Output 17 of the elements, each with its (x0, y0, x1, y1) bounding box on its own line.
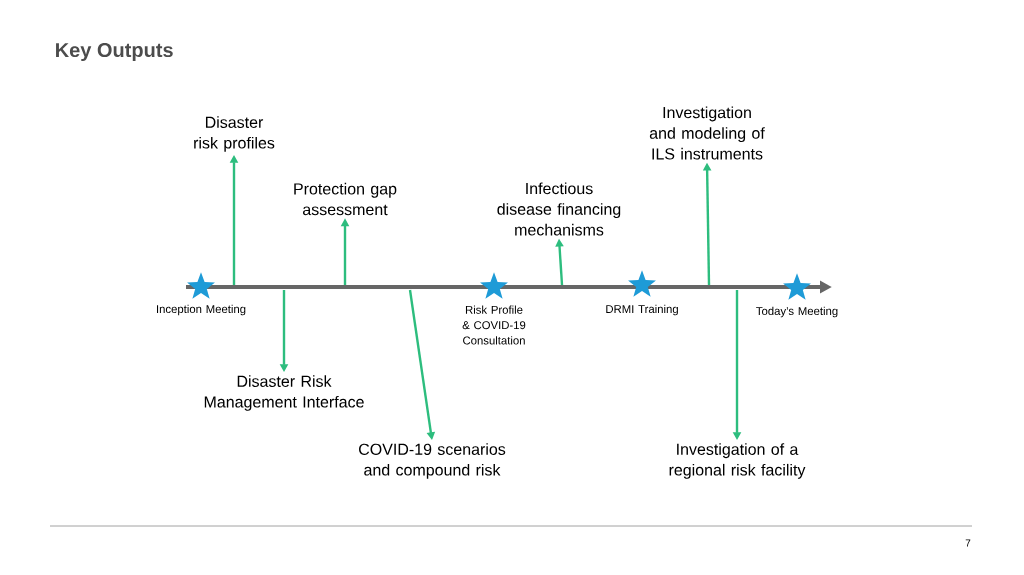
output-text: Infectious disease financing mechanisms (497, 182, 621, 236)
output-text: Disaster risk profiles (194, 116, 275, 152)
output-text: Investigation and modeling of ILS instruments (649, 106, 765, 160)
milestone-label: Today’s Meeting (756, 306, 838, 318)
milestone-star (187, 272, 215, 299)
milestone-label: Inception Meeting (157, 304, 246, 316)
milestone-star (783, 273, 811, 300)
page-number: 7 (965, 539, 971, 547)
output-text: Disaster Risk Management Interface (204, 375, 364, 411)
milestone-star (480, 272, 508, 299)
output-text: Protection gap assessment (294, 182, 397, 216)
slide-title: Key Outputs (56, 42, 173, 62)
output-text: Investigation of a regional risk facility (669, 443, 806, 479)
milestone-label: Risk Profile & COVID-19 Consultation (462, 305, 526, 345)
milestone-star (628, 270, 656, 297)
milestone-label: DRMI Training (606, 304, 678, 316)
output-text: COVID-19 scenarios and compound risk (359, 443, 506, 479)
